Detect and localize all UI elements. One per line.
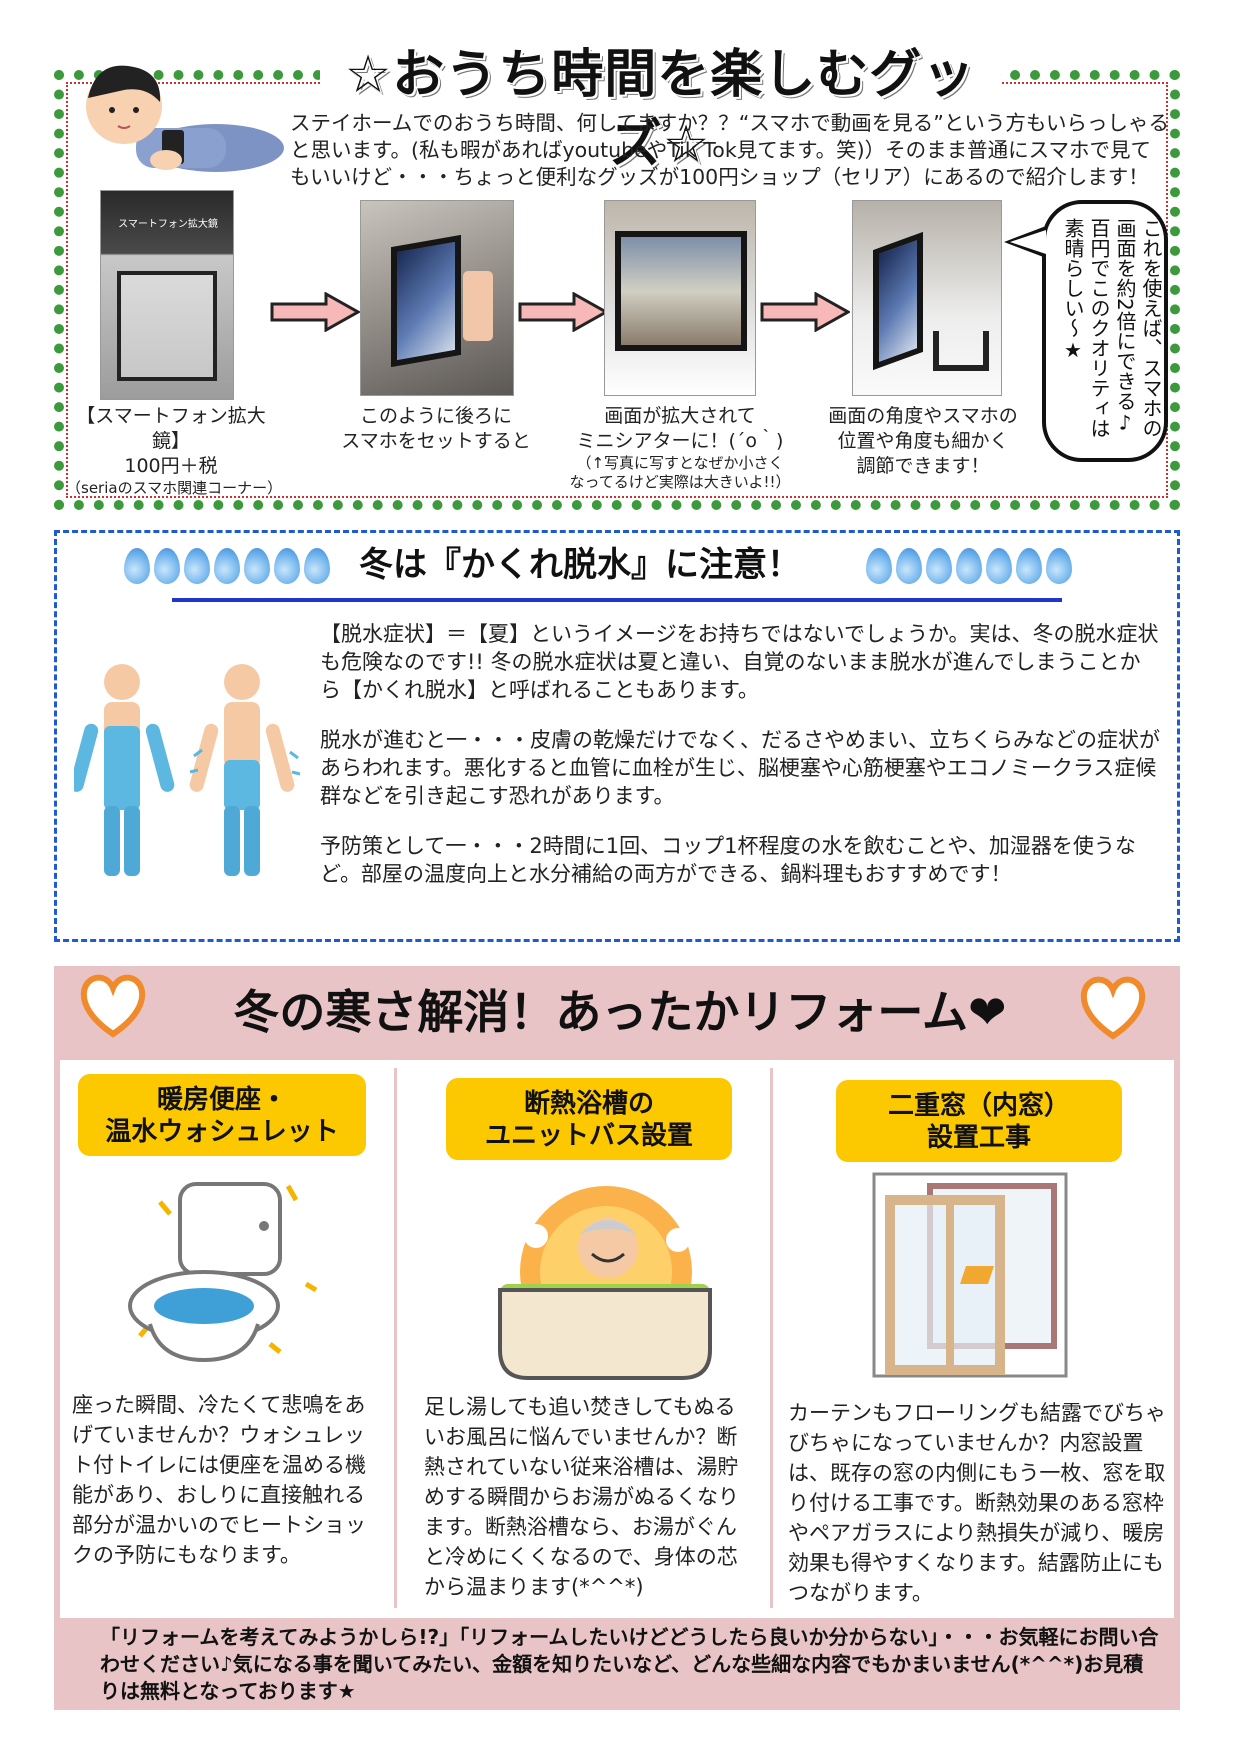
step-caption-line: このように後ろに [359, 405, 512, 427]
magnifier-stand [933, 331, 989, 371]
magnified-video-screen [615, 231, 747, 351]
water-drop-icon [986, 548, 1012, 584]
water-drop-icon [866, 548, 892, 584]
reform-footer-text: 「リフォームを考えてみようかしら!?」「リフォームしたいけどどうしたら良いか分か… [100, 1625, 1159, 1703]
reform-header-band [54, 966, 1180, 1060]
magnifier-angle-photo [852, 200, 1002, 396]
water-drop-icon [304, 548, 330, 584]
water-drop-icon [1016, 548, 1042, 584]
heart-icon [80, 974, 146, 1038]
comment-bubble-text: これを使えば、スマホの画面を約2倍にできる♪百円でこのクオリティは素晴らしい～★ [1061, 218, 1163, 438]
column-divider [770, 1068, 773, 1608]
dehydration-paragraph: 【脱水症状】＝【夏】というイメージをお持ちではないでしょうか。実は、冬の脱水症状… [320, 622, 1159, 702]
water-drop-icon [1046, 548, 1072, 584]
water-drops-left [124, 548, 330, 584]
water-drop-icon [154, 548, 180, 584]
reform-footer-band [54, 1618, 1180, 1710]
step-caption-line: ミニシアターに！(´o｀) [576, 430, 784, 452]
step-caption-line: 画面の角度やスマホの [828, 405, 1018, 427]
water-drop-icon [896, 548, 922, 584]
magnifier-back-photo [360, 200, 514, 396]
package-label: スマートフォン拡大鏡 [118, 219, 218, 230]
step-note: （↑写真に写すとなぜか小さく なってるけど実際は大きいよ!!） [569, 454, 791, 491]
water-drop-icon [956, 548, 982, 584]
water-drop-icon [184, 548, 210, 584]
badge-line: 設置工事 [926, 1123, 1031, 1153]
step-caption-line: 調節できます！ [856, 455, 990, 477]
step-caption-1: 【スマートフォン拡大鏡】 100円＋税 （seriaのスマホ関連コーナー） [66, 404, 283, 498]
package-screen-frame [117, 271, 217, 381]
badge-line: 温水ウォシュレット [105, 1117, 339, 1147]
reform-badge-toilet: 暖房便座・ 温水ウォシュレット [78, 1074, 366, 1156]
reform-badge-bath: 断熱浴槽の ユニットバス設置 [446, 1078, 732, 1160]
magnifier-front-photo [604, 200, 756, 396]
step-caption-line: スマホをセットすると [341, 430, 531, 452]
dehydration-paragraph: 予防策として一・・・2時間に1回、コップ1杯程度の水を飲むことや、加湿器を使うな… [320, 834, 1136, 886]
step-note: （seriaのスマホ関連コーナー） [66, 479, 283, 497]
human-body-water-icon [74, 664, 301, 876]
toilet-icon [128, 1182, 318, 1363]
bubble-tail-inner [1010, 230, 1046, 254]
badge-line: 断熱浴槽の [523, 1089, 654, 1119]
magnifier-tilted-screen [873, 231, 923, 371]
product-package-photo: スマートフォン拡大鏡 [100, 190, 234, 400]
step-caption-4: 画面の角度やスマホの 位置や角度も細かく 調節できます！ [810, 404, 1036, 479]
water-drop-icon [214, 548, 240, 584]
boy-lying-with-phone-icon [86, 65, 284, 172]
magnifier-screen [391, 234, 461, 368]
right-arrow-icon [518, 292, 608, 332]
step-caption-2: このように後ろに スマホをセットすると [326, 404, 546, 454]
right-arrow-icon [270, 292, 360, 332]
badge-line: 暖房便座・ [156, 1085, 287, 1115]
comment-bubble: これを使えば、スマホの画面を約2倍にできる♪百円でこのクオリティは素晴らしい～★ [1042, 200, 1168, 462]
step-caption-3: 画面が拡大されて ミニシアターに！(´o｀) （↑写真に写すとなぜか小さく なっ… [560, 404, 800, 492]
double-window-icon [872, 1172, 1068, 1378]
reform-title: 冬の寒さ解消！あったかリフォーム❤ [233, 985, 1007, 1039]
water-drop-icon [926, 548, 952, 584]
step-caption-line: 位置や角度も細かく [837, 430, 1009, 452]
title-underline [172, 598, 1062, 602]
column-divider [394, 1068, 397, 1608]
reform-text-bath: 足し湯しても追い焚きしてもぬるいお風呂に悩んでいませんか？断熱されていない従来浴… [424, 1395, 739, 1599]
reform-text-toilet: 座った瞬間、冷たくて悲鳴をあげていませんか？ウォシュレット付トイレには便座を温め… [72, 1393, 366, 1567]
reform-text-window: カーテンもフローリングも結露でびちゃびちゃになっていませんか？内窓設置は、既存の… [788, 1401, 1166, 1605]
water-drop-icon [124, 548, 150, 584]
heart-icon [1080, 976, 1146, 1040]
badge-line: 二重窓（内窓） [887, 1091, 1070, 1121]
water-drop-icon [244, 548, 270, 584]
dehydration-section-frame [54, 530, 1180, 942]
water-drops-right [866, 548, 1072, 584]
dehydration-title: 冬は『かくれ脱水』に注意！ [359, 545, 801, 585]
reform-badge-window: 二重窓（内窓） 設置工事 [836, 1080, 1122, 1162]
step-caption-line: 100円＋税 [124, 455, 218, 477]
phone-shape [463, 271, 493, 341]
bathing-person-icon [498, 1186, 712, 1380]
water-drop-icon [274, 548, 300, 584]
goods-intro-text: ステイホームでのおうち時間、何してますか？？“スマホで動画を見る”という方もいら… [290, 111, 1169, 189]
dehydration-paragraph: 脱水が進むと一・・・皮膚の乾燥だけでなく、だるさやめまい、立ちくらみなどの症状が… [320, 728, 1160, 808]
step-caption-line: 【スマートフォン拡大鏡】 [76, 405, 266, 452]
badge-line: ユニットバス設置 [484, 1121, 693, 1151]
step-caption-line: 画面が拡大されて [604, 405, 756, 427]
dehydration-body: 【脱水症状】＝【夏】というイメージをお持ちではないでしょうか。実は、冬の脱水症状… [320, 620, 1160, 910]
goods-section-title: ☆おうち時間を楽しむグッズ☆ [320, 40, 1000, 175]
right-arrow-icon [760, 292, 850, 332]
